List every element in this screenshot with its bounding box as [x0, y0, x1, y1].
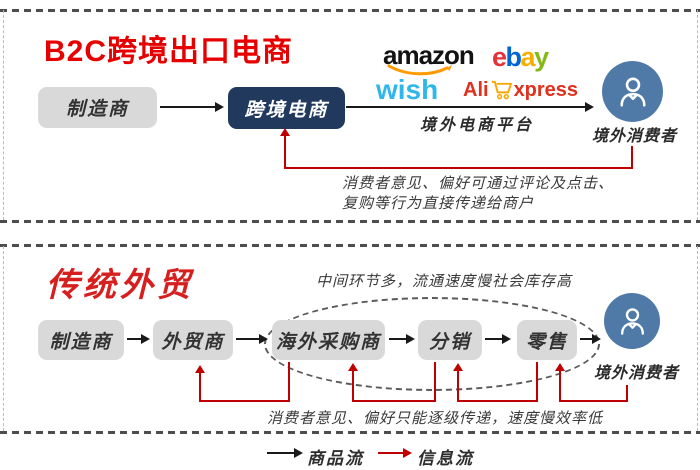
- consumer-circle-p2: [604, 293, 660, 349]
- cross-border-ecommerce-box: 跨境电商: [228, 87, 345, 129]
- info-flow-u4-arrowhead: [555, 363, 565, 371]
- info-flow-u2-up: [352, 371, 354, 402]
- person-icon-p1: [619, 77, 646, 106]
- info-flow-u2-arrowhead: [348, 363, 358, 371]
- feedback-text-p1-line2: 复购等行为直接传递给商户: [342, 194, 535, 212]
- feedback-text-p2: 消费者意见、偏好只能逐级传递，速度慢效率低: [267, 409, 604, 427]
- overseas-buyer-label: 海外采购商: [275, 330, 381, 353]
- goods-flow-arrow-p2-3: [389, 333, 415, 344]
- ebay-letter-b: b: [505, 42, 523, 72]
- panel2-top-border: [0, 244, 700, 247]
- manufacturer-label-p1: 制造商: [65, 98, 129, 120]
- goods-flow-arrow-p2-5: [580, 333, 601, 344]
- aliexpress-prefix: Ali: [463, 78, 489, 101]
- aliexpress-logo: Ali xpress: [463, 79, 578, 100]
- goods-flow-legend-arrow: [267, 447, 303, 458]
- manufacturer-box-p1: 制造商: [38, 87, 157, 128]
- middle-links-ellipse: [264, 297, 600, 391]
- goods-flow-arrow-p2-2: [236, 333, 268, 344]
- trader-box: 外贸商: [153, 320, 233, 360]
- manufacturer-label-p2: 制造商: [49, 330, 113, 353]
- info-flow-arrowhead-p1: [280, 128, 290, 136]
- info-flow-u4-down: [626, 385, 628, 402]
- consumer-circle-p1: [602, 61, 663, 122]
- goods-flow-arrow-p1-2: [346, 101, 594, 112]
- info-flow-u1-up: [199, 373, 201, 402]
- goods-flow-legend-label: 商品流: [307, 449, 364, 469]
- panel2-bottom-border: [0, 431, 700, 434]
- info-flow-path-p1-horizontal: [284, 167, 633, 169]
- info-flow-u4-bottom: [559, 400, 628, 402]
- aliexpress-suffix: xpress: [513, 78, 579, 101]
- middle-links-note: 中间环节多，流通速度慢社会库存高: [316, 272, 573, 290]
- info-flow-legend-label: 信息流: [417, 449, 474, 469]
- manufacturer-box-p2: 制造商: [38, 320, 124, 360]
- panel1-top-border: [0, 9, 700, 12]
- ebay-letter-a: a: [520, 42, 536, 72]
- info-flow-path-p1-right-leg: [631, 146, 633, 169]
- amazon-logo: amazon: [383, 40, 475, 76]
- goods-flow-arrow-p1-1: [160, 101, 224, 112]
- overseas-buyer-box: 海外采购商: [272, 320, 385, 360]
- consumer-label-p2: 境外消费者: [594, 363, 680, 382]
- info-flow-u4-up: [559, 371, 561, 402]
- info-flow-u2-down: [434, 362, 436, 402]
- cross-border-ecommerce-label: 跨境电商: [244, 98, 329, 121]
- distributor-label: 分销: [428, 330, 471, 353]
- info-flow-u3-down: [536, 362, 538, 402]
- amazon-logo-text: amazon: [383, 40, 475, 70]
- panel1-title: B2C跨境出口电商: [44, 35, 294, 68]
- trader-label: 外贸商: [161, 330, 225, 353]
- person-icon-p2: [620, 307, 644, 335]
- info-flow-u3-bottom: [457, 400, 538, 402]
- cart-icon: [491, 80, 512, 100]
- feedback-text-p1-line1: 消费者意见、偏好可通过评论及点击、: [342, 174, 615, 192]
- info-flow-u1-down: [288, 362, 290, 402]
- ebay-letter-e: e: [492, 42, 507, 72]
- retailer-box: 零售: [517, 320, 577, 360]
- platform-label: 境外电商平台: [420, 115, 535, 134]
- info-flow-path-p1-left-leg: [284, 136, 286, 169]
- retailer-label: 零售: [525, 330, 568, 353]
- ebay-letter-y: y: [534, 42, 549, 72]
- consumer-label-p1: 境外消费者: [592, 126, 678, 145]
- wish-logo-text: wish: [376, 74, 439, 105]
- panel1-frame: [3, 10, 698, 220]
- panel1-bottom-border: [0, 220, 700, 223]
- panel2-title: 传统外贸: [46, 265, 194, 304]
- info-flow-legend-arrow: [378, 447, 412, 458]
- info-flow-u1-bottom: [199, 400, 290, 402]
- amazon-smile-icon: [387, 64, 452, 76]
- info-flow-u3-arrowhead: [453, 363, 463, 371]
- wish-logo: wish: [376, 76, 438, 104]
- panel2-frame: [3, 246, 698, 431]
- goods-flow-arrow-p2-4: [485, 333, 511, 344]
- distributor-box: 分销: [418, 320, 482, 360]
- ebay-logo: ebay: [492, 42, 549, 72]
- goods-flow-arrow-p2-1: [127, 333, 150, 344]
- info-flow-u2-bottom: [352, 400, 436, 402]
- info-flow-u1-arrowhead: [195, 365, 205, 373]
- info-flow-u3-up: [457, 371, 459, 402]
